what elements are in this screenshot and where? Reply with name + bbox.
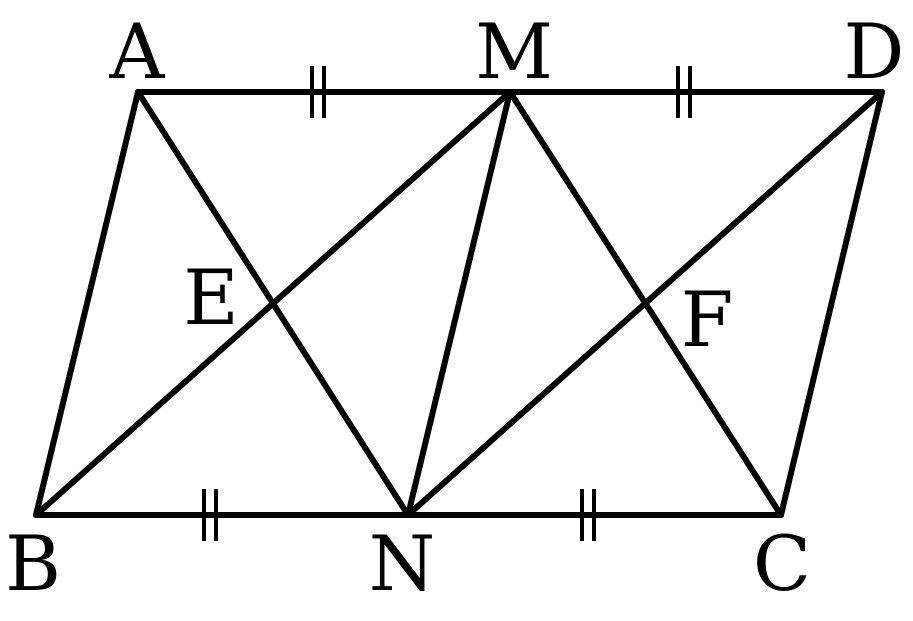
segment-AB <box>33 89 141 518</box>
label-point-M: M <box>475 7 553 96</box>
tick-mark-NC <box>580 489 596 541</box>
label-point-A: A <box>109 7 166 96</box>
segment-ND <box>405 89 885 518</box>
label-point-E: E <box>183 253 238 342</box>
segment-DC <box>778 89 885 518</box>
label-point-F: F <box>681 275 734 364</box>
label-point-C: C <box>753 519 811 608</box>
label-point-D: D <box>844 7 905 96</box>
label-point-N: N <box>369 519 436 608</box>
tick-mark-BN <box>202 489 218 541</box>
tick-mark-MD <box>676 66 692 118</box>
segment-BM <box>33 89 513 518</box>
tick-mark-AM <box>310 66 326 118</box>
segment-MN <box>405 89 513 518</box>
label-point-B: B <box>5 519 61 608</box>
